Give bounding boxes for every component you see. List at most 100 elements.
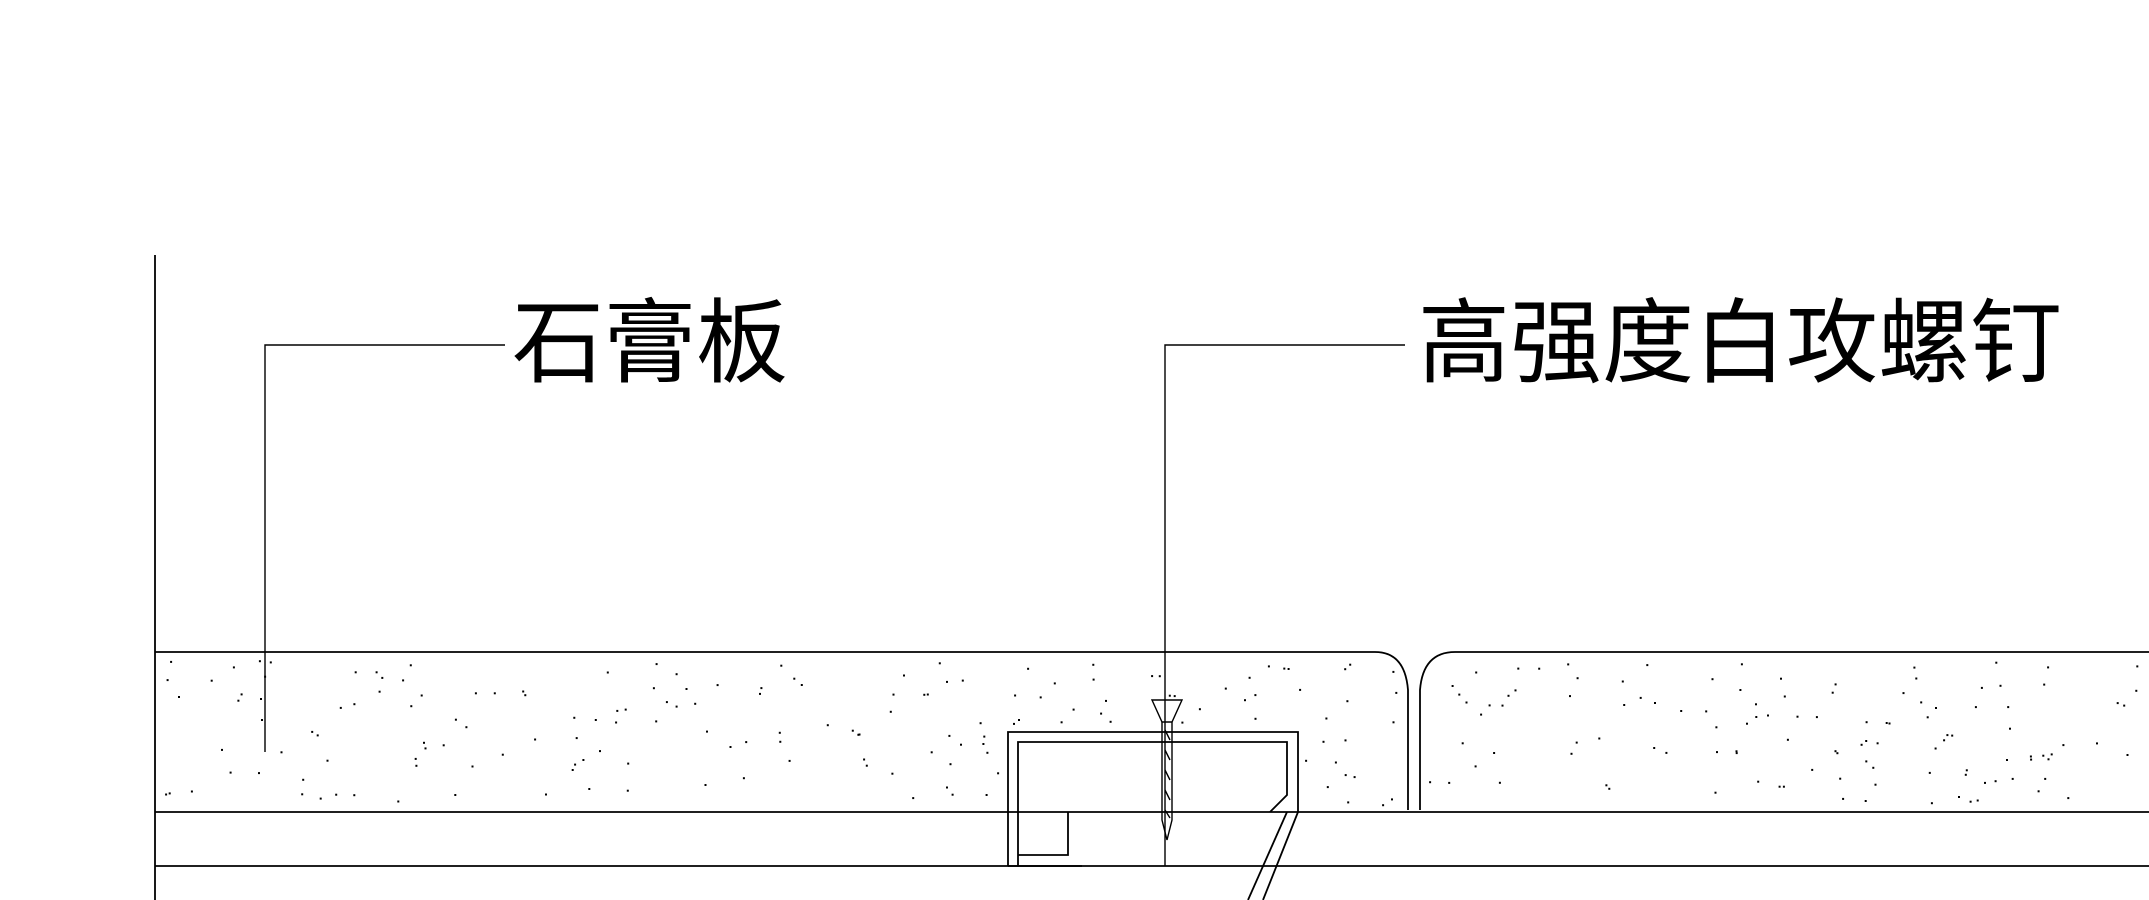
stipple-dot <box>1796 715 1799 718</box>
stipple-dot <box>1092 678 1095 681</box>
stipple-dot <box>865 764 868 767</box>
stipple-dot <box>759 692 761 695</box>
stipple-dot <box>474 692 477 695</box>
stipple-dot <box>1958 796 1960 798</box>
stipple-dot <box>1429 781 1432 784</box>
stipple-dot <box>1735 752 1738 755</box>
stipple-dot <box>729 746 732 748</box>
stipple-dot <box>240 693 243 696</box>
stipple-dot <box>1767 714 1769 717</box>
self-tapping-screw <box>1150 699 1184 841</box>
stipple-dot <box>397 800 400 803</box>
stipple-dot <box>1458 693 1461 696</box>
stipple-dot <box>1994 780 1997 783</box>
stipple-dot <box>1395 691 1398 694</box>
stipple-dot <box>1517 667 1520 670</box>
stipple-dot <box>573 716 576 719</box>
stipple-dot <box>948 734 951 737</box>
stipple-dot <box>1834 683 1837 686</box>
gypsum-board-right-panel-outline <box>1419 651 2149 810</box>
stipple-dot <box>354 671 357 674</box>
stipple-dot <box>926 693 929 696</box>
stipple-dot <box>575 737 578 740</box>
stipple-dot <box>588 788 591 790</box>
stipple-dot <box>704 784 707 786</box>
stipple-dot <box>574 763 577 766</box>
stipple-dot <box>1475 671 1478 674</box>
stipple-dot <box>375 671 378 674</box>
stipple-dot <box>210 679 213 682</box>
stipple-dot <box>1928 771 1931 774</box>
stipple-dot <box>1060 721 1063 724</box>
stipple-dot <box>1786 738 1789 741</box>
stipple-dot <box>302 778 305 781</box>
stipple-dot <box>2009 727 2011 730</box>
stipple-dot <box>1605 784 1608 787</box>
stipple-dot <box>1621 680 1624 683</box>
stipple-dot <box>232 666 235 669</box>
stipple-dot <box>1344 668 1347 671</box>
stipple-dot <box>229 771 232 774</box>
stipple-dot <box>493 692 496 695</box>
stipple-dot <box>1391 798 1393 801</box>
stipple-dot <box>1902 692 1905 695</box>
stipple-dot <box>616 709 619 712</box>
stipple-dot <box>524 694 527 697</box>
stipple-dot <box>1653 747 1656 749</box>
stipple-dot <box>1778 785 1781 788</box>
stipple-dot <box>706 730 708 733</box>
stipple-dot <box>1465 701 1468 704</box>
stipple-dot <box>424 747 427 750</box>
stipple-dot <box>951 793 954 796</box>
stipple-dot <box>1514 689 1517 692</box>
stipple-dot <box>1474 765 1477 768</box>
stipple-dot <box>258 660 261 663</box>
stipple-dot <box>961 679 964 682</box>
stipple-dot <box>1913 666 1916 669</box>
stipple-dot <box>2062 744 2065 747</box>
stipple-dot <box>652 687 655 690</box>
stipple-dot <box>501 753 504 756</box>
stipple-dot <box>471 765 474 768</box>
stipple-dot <box>1053 682 1056 685</box>
stipple-dot <box>1715 726 1718 729</box>
stipple-dot <box>2123 704 2126 707</box>
stipple-dot <box>780 664 783 667</box>
stipple-dot <box>1158 675 1161 678</box>
stipple-dot <box>779 740 782 743</box>
stipple-dot <box>1782 785 1785 788</box>
stipple-dot <box>221 748 223 751</box>
stipple-dot <box>1382 804 1385 807</box>
stipple-dot <box>800 684 803 686</box>
stipple-dot <box>1999 684 2002 687</box>
stipple-dot <box>582 759 585 761</box>
stipple-dot <box>599 750 601 753</box>
stipple-dot <box>1842 797 1845 800</box>
stipple-dot <box>442 744 445 747</box>
stipple-dot <box>1334 761 1337 764</box>
stipple-dot <box>1716 751 1718 754</box>
stipple-dot <box>1969 800 1972 803</box>
stipple-dot <box>2007 706 2010 709</box>
stipple-dot <box>1567 663 1570 666</box>
stipple-dot <box>2067 797 2070 800</box>
stipple-dot <box>311 730 314 733</box>
stipple-dot <box>1254 717 1257 720</box>
stipple-dot <box>326 759 329 762</box>
stipple-dot <box>1344 774 1347 777</box>
stipple-dot <box>938 662 941 665</box>
stipple-dot <box>571 769 574 771</box>
stipple-dot <box>269 661 272 664</box>
stipple-dot <box>1836 752 1839 755</box>
stipple-dot <box>760 687 763 690</box>
stipple-dot <box>1326 786 1329 789</box>
stipple-dot <box>2006 759 2008 761</box>
stipple-dot <box>2096 742 2098 745</box>
stipple-dot <box>1575 741 1578 744</box>
stipple-dot <box>675 673 678 676</box>
stipple-dot <box>1834 750 1837 753</box>
stipple-dot <box>1105 699 1107 702</box>
stipple-dot <box>170 660 173 663</box>
stipple-dot <box>534 738 537 741</box>
stipple-dot <box>1173 695 1176 698</box>
